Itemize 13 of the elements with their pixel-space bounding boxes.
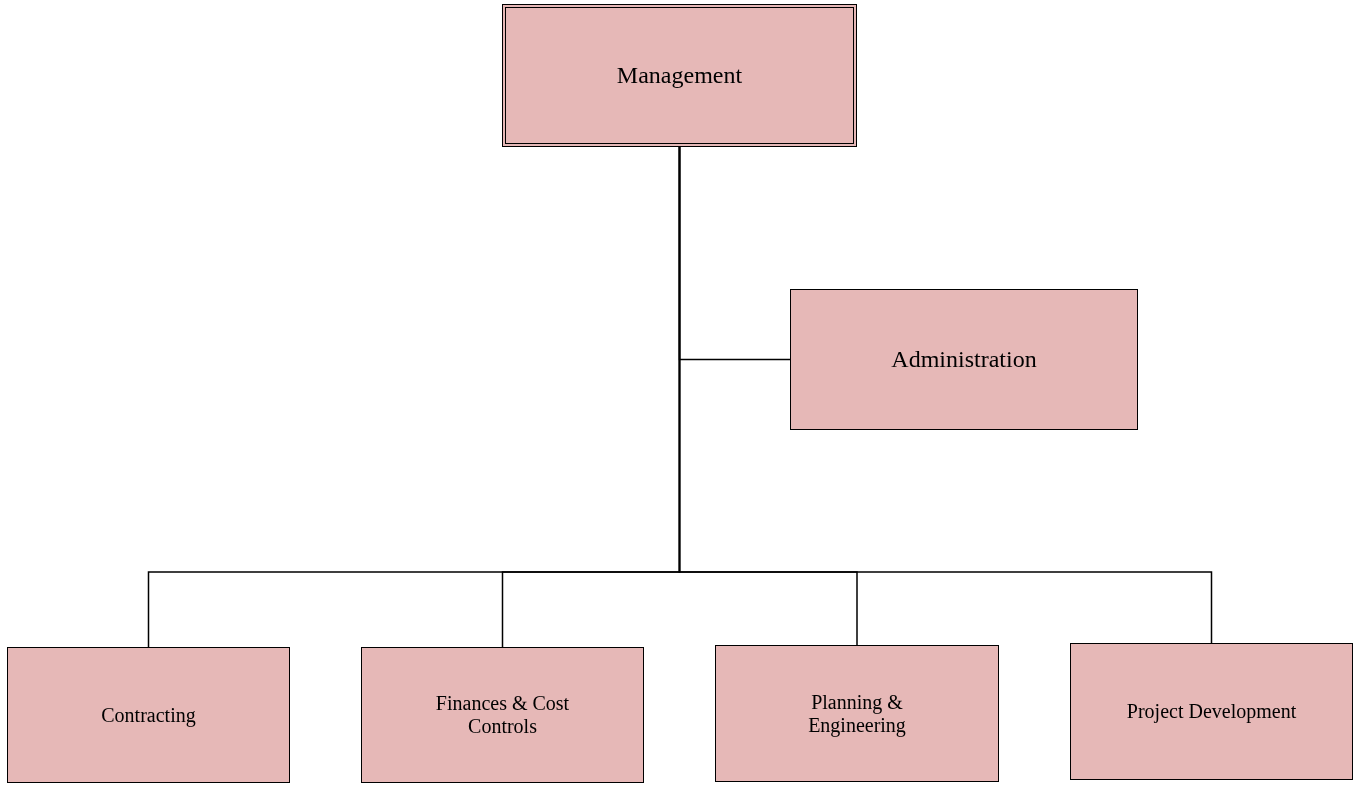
connector-line	[678, 146, 1213, 644]
unit-name: Project Development	[1126, 700, 1297, 723]
unit-name: Contracting	[101, 703, 196, 727]
org-box	[715, 645, 999, 782]
org-box	[790, 289, 1138, 430]
org-box	[502, 4, 857, 147]
unit-name: Finances & Cost Controls	[434, 692, 571, 738]
unit-name: Management	[616, 62, 743, 89]
unit-name: Administration	[891, 346, 1037, 373]
org-box	[7, 647, 290, 783]
unit-name: Planning & Engineering	[807, 690, 907, 737]
org-box	[1070, 643, 1353, 780]
org-box	[361, 647, 644, 783]
